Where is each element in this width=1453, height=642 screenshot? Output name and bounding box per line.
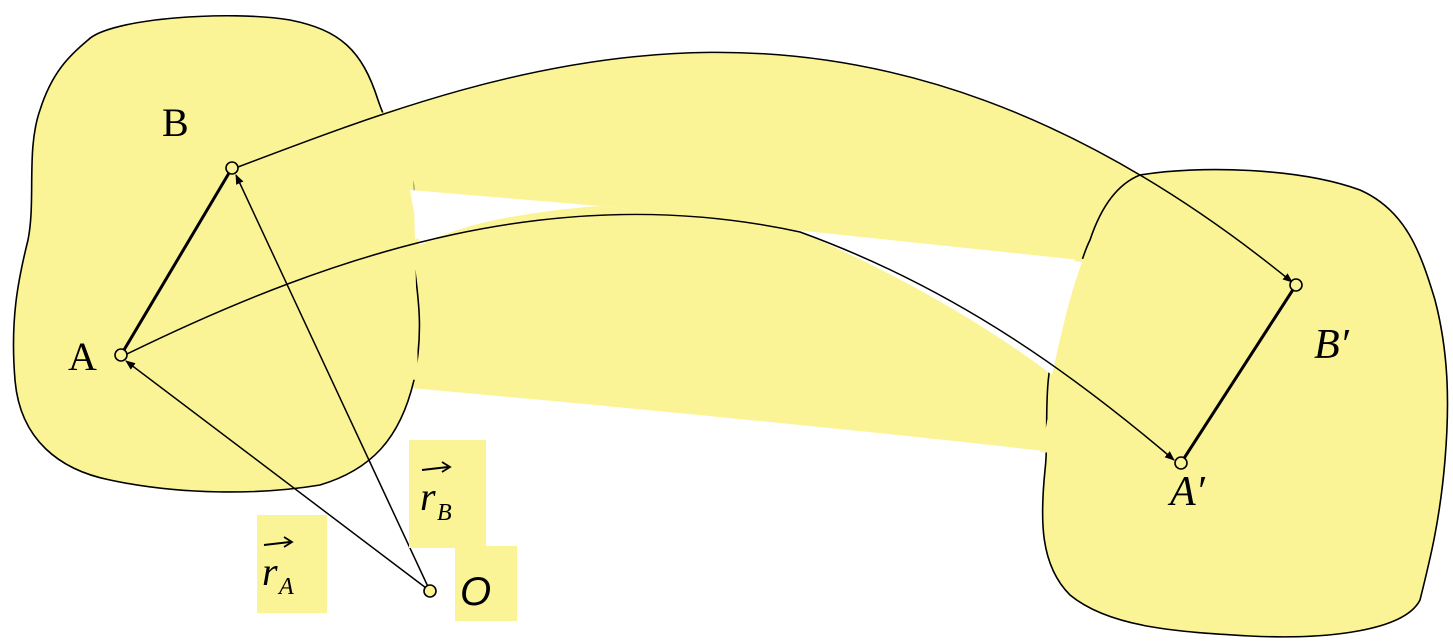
label-O: O — [460, 570, 491, 614]
point-O — [423, 584, 437, 598]
label-r-A: r A — [262, 536, 294, 600]
points — [114, 161, 1303, 598]
point-B — [225, 161, 239, 175]
label-backgrounds — [257, 440, 517, 621]
band-gaps — [410, 190, 1082, 375]
vector-r-B — [235, 174, 431, 592]
segment-AprimeBprime — [1179, 284, 1298, 464]
svg-text:r: r — [262, 549, 278, 594]
vector-r-A — [125, 360, 431, 592]
point-A — [114, 348, 128, 362]
label-B: B — [162, 100, 189, 145]
segment-AB — [119, 167, 234, 356]
svg-text:r: r — [420, 474, 436, 519]
gap-right — [795, 230, 1082, 375]
label-r-B: r B — [420, 461, 452, 526]
svg-text:A: A — [277, 574, 294, 600]
trajectory-B — [237, 51, 1293, 283]
trajectory-A — [126, 213, 1175, 461]
label-A: A — [68, 334, 97, 379]
label-A-prime: A′ — [1167, 469, 1206, 515]
label-B-prime: B′ — [1314, 322, 1350, 368]
svg-text:B: B — [437, 500, 452, 526]
band-upper — [232, 52, 1300, 285]
band-overlap — [130, 105, 1300, 463]
point-A-prime — [1174, 456, 1188, 470]
gap-left — [410, 190, 580, 245]
point-B-prime — [1289, 278, 1303, 292]
